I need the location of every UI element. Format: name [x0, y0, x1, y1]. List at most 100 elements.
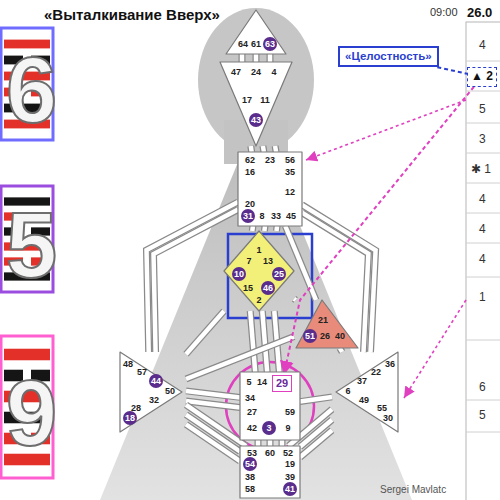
solar-plexus-center: 3622376495530: [332, 352, 398, 432]
gate-number: 27: [247, 408, 257, 417]
sacral-center: 514342759423929: [240, 372, 300, 440]
active-gate: 18: [123, 411, 137, 425]
table-rule: [466, 213, 500, 214]
channel-outline: [250, 311, 255, 372]
diagram-title: «Выталкивание Вверх»: [44, 6, 220, 23]
gate-number: 64: [238, 40, 248, 49]
gate-number: 57: [137, 368, 147, 377]
table-rules: [466, 61, 500, 432]
gate-number: 35: [285, 168, 295, 177]
table-cell: 4: [479, 192, 486, 206]
channel-fill: [268, 54, 273, 62]
gate-number: 56: [285, 156, 295, 165]
channel-outline: [273, 226, 281, 231]
channel-outline: [186, 391, 240, 398]
channel-connector: [250, 311, 255, 372]
table-rule: [466, 153, 500, 154]
channel-connector: [258, 440, 259, 446]
date-stamp: 26.0: [467, 5, 492, 20]
channel-outline: [267, 440, 274, 446]
active-gate: 10: [232, 267, 246, 281]
leader-line: [404, 300, 466, 398]
active-gate: 44: [149, 374, 163, 388]
watermark: Sergei Mavlatc: [380, 484, 446, 495]
leader-arrow: [284, 87, 474, 375]
channel-outline: [186, 405, 246, 446]
active-gate: 41: [283, 482, 297, 496]
center-outline: [224, 231, 294, 311]
gate-box: 29: [272, 375, 292, 392]
gate-number: 40: [335, 332, 345, 341]
gate-number: 14: [257, 378, 267, 387]
box-label: «Целостность»: [345, 50, 432, 63]
head-silhouette: [198, 8, 314, 152]
channel-fill: [302, 213, 368, 352]
channel-fill: [154, 210, 239, 352]
channel-fill: [280, 440, 285, 446]
gate-number: 30: [383, 414, 393, 423]
channel-connector: [186, 311, 224, 354]
channel-outline: [147, 202, 239, 352]
table-rule: [466, 183, 500, 184]
channel-outline: [255, 440, 262, 446]
ego-center: 21512640: [294, 300, 358, 348]
channel-outline: [300, 397, 332, 402]
callout-box: «Целостность»: [338, 46, 439, 67]
channel-outline: [263, 146, 264, 152]
channel-connector: [263, 146, 264, 152]
active-gate: 3: [262, 421, 276, 435]
channel-outline: [267, 54, 274, 62]
spleen-center: 48574450322818: [120, 352, 186, 432]
channel-connector: [186, 405, 246, 446]
table-cell: 5: [479, 102, 486, 116]
gate-number: 21: [318, 316, 328, 325]
gate-number: 20: [245, 200, 255, 209]
channel-connector: [147, 202, 239, 352]
table-panel: [466, 22, 500, 500]
channel-fill: [186, 311, 224, 354]
table-row-box: ▲ 2: [467, 67, 497, 87]
center-outline: [240, 446, 300, 498]
ajna-center: 47244171143: [220, 62, 292, 146]
active-gate: 31: [241, 209, 255, 223]
channel-fill: [256, 440, 261, 446]
gate-number: 26: [320, 332, 330, 341]
gate-number-big: 5: [6, 193, 57, 298]
gate-number: 50: [165, 387, 175, 396]
channel-outline: [239, 54, 246, 62]
channel-connector: [270, 54, 271, 62]
gate-number: 42: [247, 424, 257, 433]
channel-fill: [254, 54, 259, 62]
channel-outline: [249, 226, 257, 231]
gate-number: 58: [245, 485, 255, 494]
active-gate: 63: [263, 37, 277, 51]
channel-connector: [186, 391, 240, 398]
gate-number: 34: [245, 394, 255, 403]
channel-fill: [186, 391, 240, 398]
channel-fill: [147, 202, 239, 352]
gate-number: 59: [285, 408, 295, 417]
channel-fill: [275, 146, 276, 152]
channel-outline: [186, 311, 224, 354]
channel-connector: [340, 348, 342, 352]
channel-connector: [437, 67, 467, 74]
gate-number: 49: [359, 396, 369, 405]
active-gate: 54: [243, 457, 257, 471]
center-outline: [120, 352, 182, 432]
channel-connector: [302, 213, 368, 352]
gate-number: 7: [246, 257, 251, 266]
channel-connector: [294, 299, 296, 300]
gate-number: 6: [345, 387, 350, 396]
table-rule: [466, 277, 500, 278]
channel-connector: [186, 424, 240, 461]
center-outline: [238, 152, 302, 226]
channel-connector: [154, 210, 239, 352]
hexagram-line: [4, 349, 50, 361]
gate-number: 2: [256, 296, 261, 305]
channel-fill: [249, 146, 254, 152]
channel-outline: [253, 54, 260, 62]
table-rule: [466, 91, 500, 92]
channel-fill: [285, 226, 316, 300]
box-label: 29: [276, 377, 288, 390]
gate-number: 12: [285, 188, 295, 197]
